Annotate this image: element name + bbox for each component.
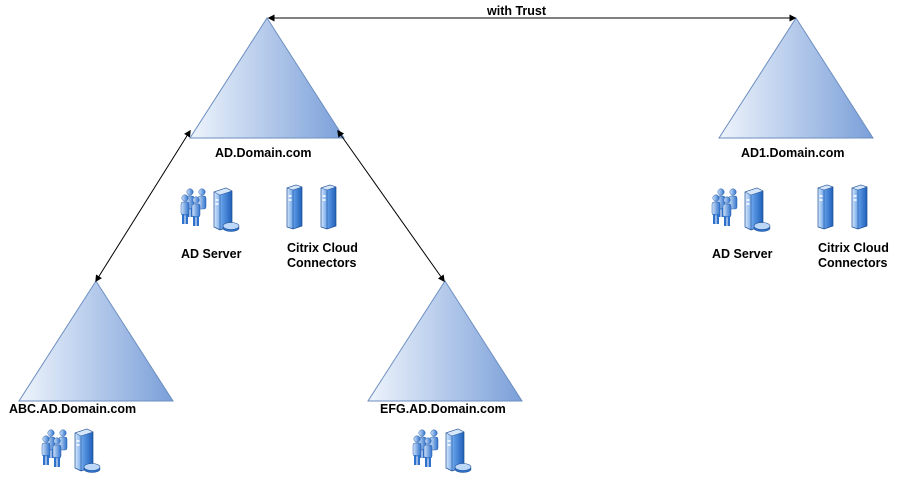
ad-server-label: AD Server [712,247,773,261]
users-server-icon [180,187,240,232]
ad-server-label: AD Server [181,247,242,261]
users-server-icon [412,428,472,473]
server-pair-icon [286,184,337,230]
connectors-label-line1: Citrix Cloud [287,241,358,255]
domain-label-efg: EFG.AD.Domain.com [380,402,506,416]
connectors-label: Citrix Cloud Connectors [287,241,358,271]
connectors-label-line2: Connectors [287,256,357,270]
server-pair-icon [817,184,868,230]
connectors-label-line1: Citrix Cloud [818,241,889,255]
domain-label-abc: ABC.AD.Domain.com [9,402,137,416]
domain-triangle-root [189,17,345,139]
domain-triangle-efg [367,280,523,402]
child-link-efg [337,129,445,283]
domain-label-trusted: AD1.Domain.com [741,146,845,160]
connectors-label-line2: Connectors [818,256,888,270]
connectors-label: Citrix Cloud Connectors [818,241,889,271]
trust-label: with Trust [487,4,547,18]
users-server-icon [711,187,771,232]
domain-triangle-abc [18,280,174,402]
child-link-abc [95,129,191,283]
users-server-icon [41,428,101,473]
domain-triangle-trusted [718,17,874,139]
domain-label-root: AD.Domain.com [215,146,312,160]
